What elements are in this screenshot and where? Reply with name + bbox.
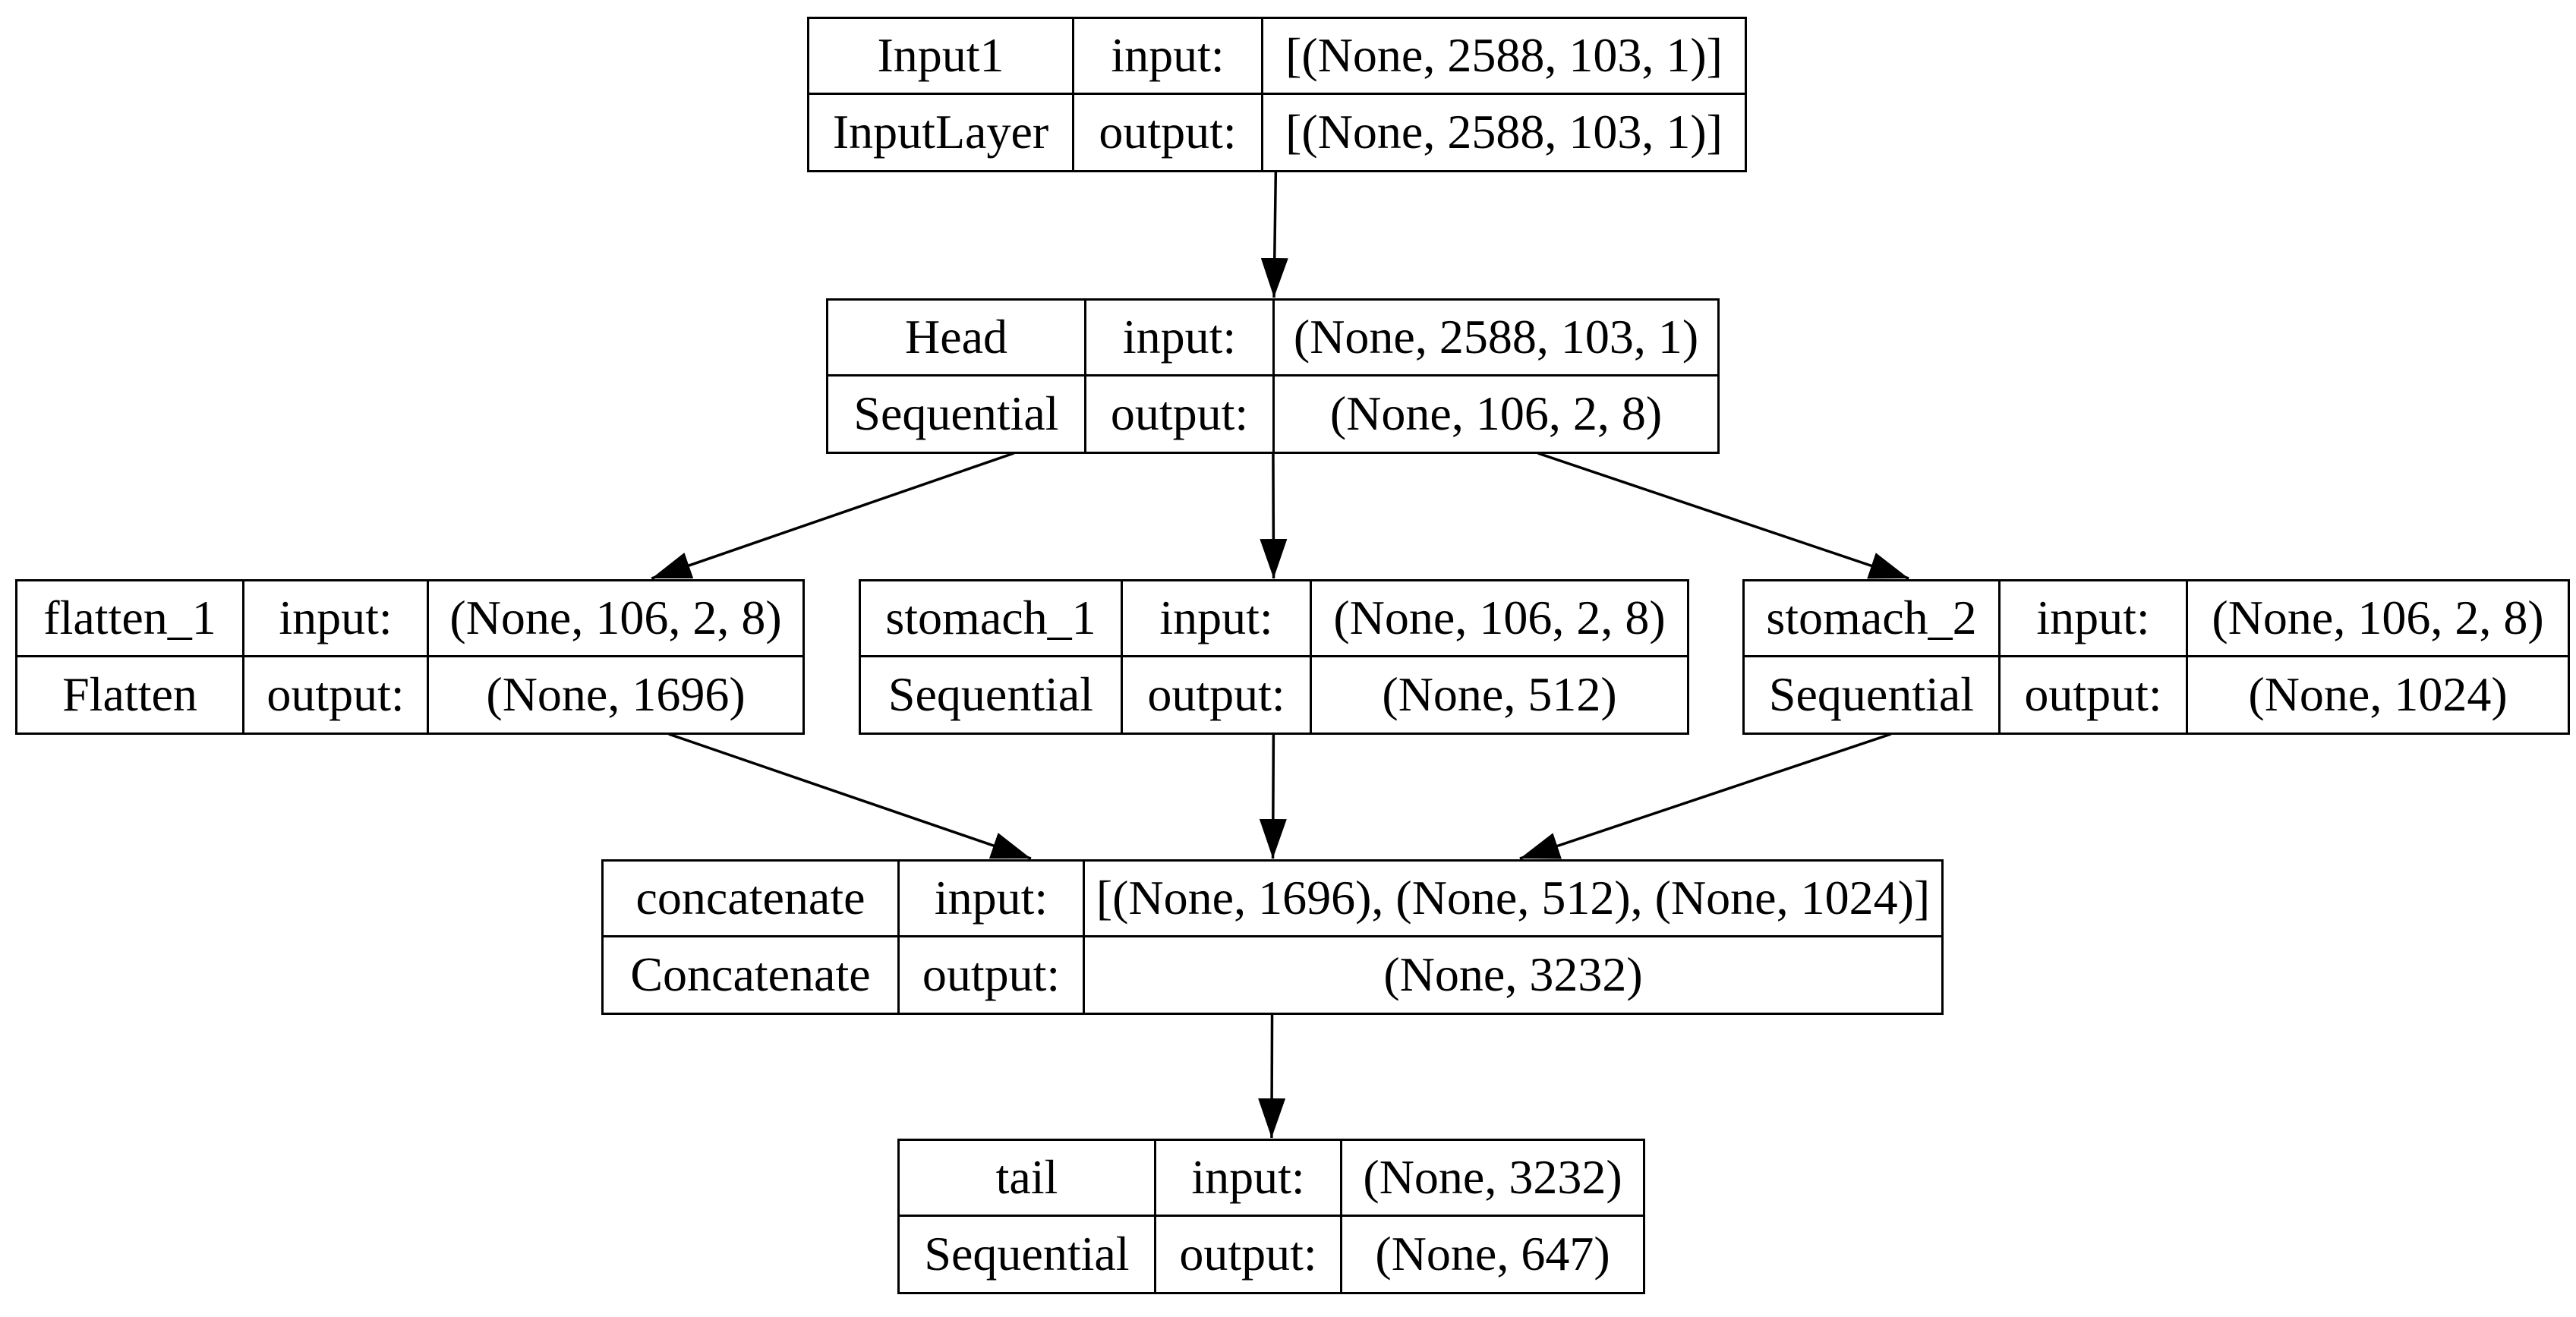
layer-node-stomach-1: stomach_1 input: (None, 106, 2, 8) Seque… bbox=[859, 579, 1689, 735]
input-shape-value: (None, 106, 2, 8) bbox=[1312, 581, 1687, 657]
output-shape-value: (None, 512) bbox=[1382, 667, 1617, 722]
input-shape-value: (None, 106, 2, 8) bbox=[429, 581, 802, 657]
layer-node-tail: tail input: (None, 3232) Sequential outp… bbox=[897, 1139, 1645, 1294]
input-shape-value: (None, 2588, 103, 1) bbox=[1275, 301, 1717, 377]
io-input-label: input: bbox=[2001, 581, 2188, 657]
input-shape-value: [(None, 2588, 103, 1)] bbox=[1263, 19, 1745, 95]
edge-flatten_1-to-concatenate bbox=[668, 733, 1032, 860]
io-output-label: output: bbox=[900, 937, 1085, 1013]
layer-type: Sequential bbox=[1745, 657, 2001, 733]
output-shape-value: (None, 647) bbox=[1375, 1227, 1610, 1281]
layer-node-concatenate: concatenate input: [(None, 1696), (None,… bbox=[601, 859, 1944, 1015]
layer-type: Concatenate bbox=[604, 937, 900, 1013]
output-shape-value: (None, 3232) bbox=[1383, 947, 1643, 1002]
layer-name: Input1 bbox=[809, 19, 1074, 95]
layer-name: concatenate bbox=[604, 862, 900, 937]
edge-stomach_1-to-concatenate bbox=[1259, 733, 1287, 859]
io-output-label: output: bbox=[1123, 657, 1312, 733]
io-output-label: output: bbox=[1074, 94, 1263, 170]
output-shape-value: (None, 106, 2, 8) bbox=[1329, 386, 1663, 441]
io-output-label: output: bbox=[244, 657, 429, 733]
input-shape-value: (None, 3232) bbox=[1342, 1141, 1643, 1217]
io-input-label: input: bbox=[244, 581, 429, 657]
edge-input1-to-head bbox=[1260, 171, 1288, 298]
io-input-label: input: bbox=[1156, 1141, 1342, 1217]
io-output-label: output: bbox=[1086, 376, 1275, 452]
layer-type: Sequential bbox=[861, 657, 1123, 733]
io-input-label: input: bbox=[900, 862, 1085, 937]
layer-node-flatten-1: flatten_1 input: (None, 106, 2, 8) Flatt… bbox=[15, 579, 805, 735]
io-input-label: input: bbox=[1074, 19, 1263, 95]
edge-head-to-stomach_2 bbox=[1537, 452, 1909, 580]
output-shape-value: (None, 1696) bbox=[486, 667, 746, 722]
layer-node-head: Head input: (None, 2588, 103, 1) Sequent… bbox=[826, 298, 1720, 454]
layer-name: Head bbox=[828, 301, 1086, 377]
io-output-label: output: bbox=[2001, 657, 2188, 733]
io-input-label: input: bbox=[1086, 301, 1275, 377]
io-input-label: input: bbox=[1123, 581, 1312, 657]
io-output-label: output: bbox=[1156, 1216, 1342, 1292]
layer-type: Sequential bbox=[828, 376, 1086, 452]
input-shape-value: (None, 106, 2, 8) bbox=[2188, 581, 2568, 657]
output-shape-value: (None, 1024) bbox=[2248, 667, 2508, 722]
layer-name: flatten_1 bbox=[17, 581, 244, 657]
edge-head-to-stomach_1 bbox=[1260, 452, 1288, 579]
layer-node-stomach-2: stomach_2 input: (None, 106, 2, 8) Seque… bbox=[1742, 579, 2570, 735]
layer-type: InputLayer bbox=[809, 94, 1074, 170]
layer-name: stomach_1 bbox=[861, 581, 1123, 657]
edge-stomach_2-to-concatenate bbox=[1519, 733, 1892, 860]
layer-type: Flatten bbox=[17, 657, 244, 733]
layer-type: Sequential bbox=[900, 1216, 1156, 1292]
output-shape-value: [(None, 2588, 103, 1)] bbox=[1285, 105, 1723, 159]
layer-node-input1: Input1 input: [(None, 2588, 103, 1)] Inp… bbox=[807, 17, 1747, 172]
layer-name: stomach_2 bbox=[1745, 581, 2001, 657]
edge-head-to-flatten_1 bbox=[651, 452, 1015, 580]
layer-name: tail bbox=[900, 1141, 1156, 1217]
input-shape-value: [(None, 1696), (None, 512), (None, 1024)… bbox=[1085, 862, 1941, 937]
